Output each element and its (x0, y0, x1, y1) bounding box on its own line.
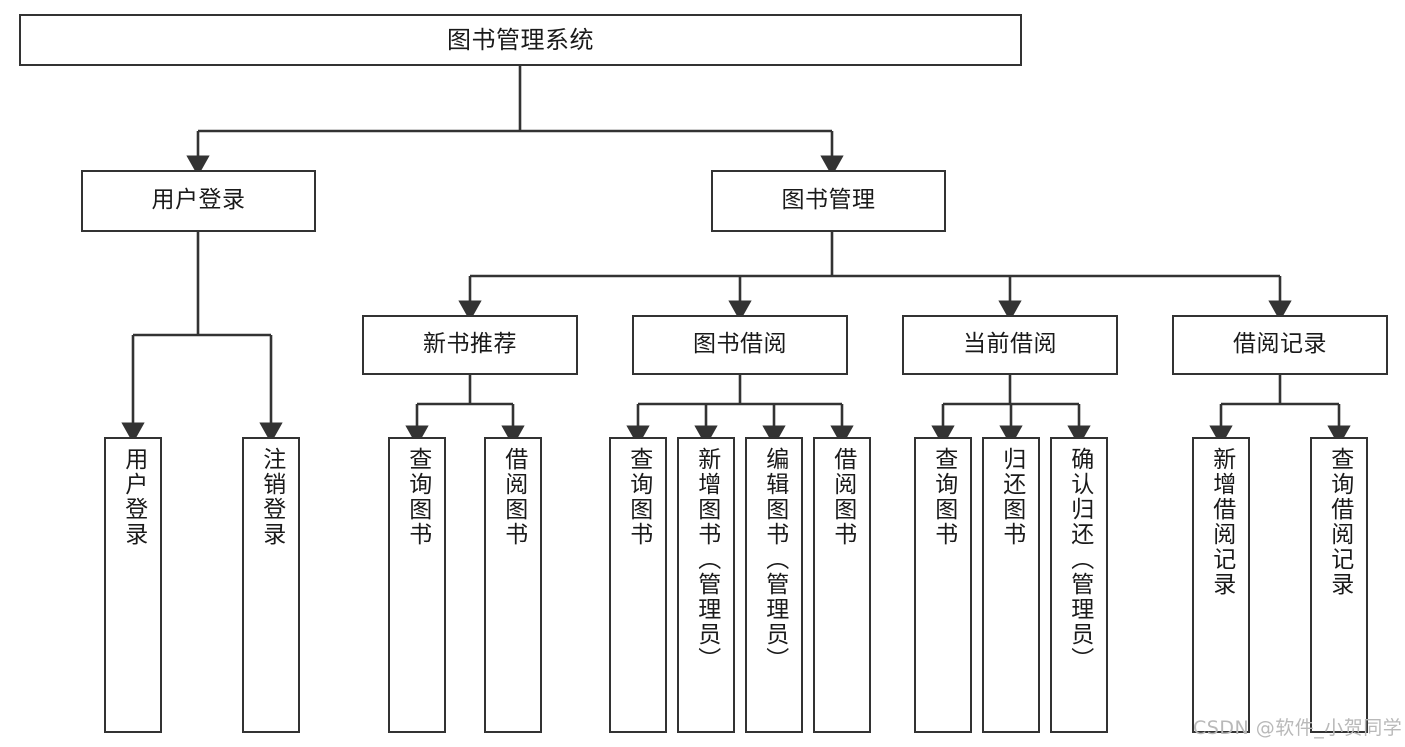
node-borrow-record[interactable]: 借阅记录 (1172, 315, 1388, 375)
node-current-borrow[interactable]: 当前借阅 (902, 315, 1118, 375)
node-label: 图书借阅 (693, 331, 787, 358)
leaf-user-login[interactable]: 用户登录 (104, 437, 162, 733)
leaf-query-book-borrow[interactable]: 查询图书 (609, 437, 667, 733)
node-label: 确认归还（管理员） (1066, 447, 1093, 672)
leaf-edit-book-admin[interactable]: 编辑图书（管理员） (745, 437, 803, 733)
node-label: 查询图书 (404, 447, 431, 547)
leaf-return-book[interactable]: 归还图书 (982, 437, 1040, 733)
node-user-login[interactable]: 用户登录 (81, 170, 316, 232)
node-label: 图书管理系统 (447, 25, 594, 54)
leaf-query-book-recommend[interactable]: 查询图书 (388, 437, 446, 733)
csdn-watermark: CSDN @软件_小贺同学 (1193, 717, 1403, 739)
node-label: 借阅图书 (500, 447, 527, 547)
leaf-add-book-admin[interactable]: 新增图书（管理员） (677, 437, 735, 733)
node-label: 借阅图书 (829, 447, 856, 547)
node-label: 注销登录 (258, 447, 285, 547)
leaf-borrow-book[interactable]: 借阅图书 (813, 437, 871, 733)
node-label: 新增图书（管理员） (693, 447, 720, 672)
node-label: 新书推荐 (423, 331, 517, 358)
leaf-borrow-book-recommend[interactable]: 借阅图书 (484, 437, 542, 733)
node-label: 借阅记录 (1233, 331, 1327, 358)
node-label: 图书管理 (781, 187, 876, 214)
node-new-book-recommend[interactable]: 新书推荐 (362, 315, 578, 375)
node-label: 查询图书 (930, 447, 957, 547)
node-label: 查询图书 (625, 447, 652, 547)
node-label: 编辑图书（管理员） (761, 447, 788, 672)
node-label: 用户登录 (120, 447, 147, 547)
leaf-logout[interactable]: 注销登录 (242, 437, 300, 733)
node-label: 查询借阅记录 (1326, 447, 1353, 597)
node-book-borrow[interactable]: 图书借阅 (632, 315, 848, 375)
node-label: 用户登录 (151, 187, 246, 214)
node-book-management[interactable]: 图书管理 (711, 170, 946, 232)
node-label: 新增借阅记录 (1208, 447, 1235, 597)
node-root-system[interactable]: 图书管理系统 (19, 14, 1022, 66)
node-label: 当前借阅 (963, 331, 1057, 358)
leaf-query-borrow-record[interactable]: 查询借阅记录 (1310, 437, 1368, 733)
leaf-add-borrow-record[interactable]: 新增借阅记录 (1192, 437, 1250, 733)
leaf-confirm-return-admin[interactable]: 确认归还（管理员） (1050, 437, 1108, 733)
leaf-query-book-current[interactable]: 查询图书 (914, 437, 972, 733)
node-label: 归还图书 (998, 447, 1025, 547)
